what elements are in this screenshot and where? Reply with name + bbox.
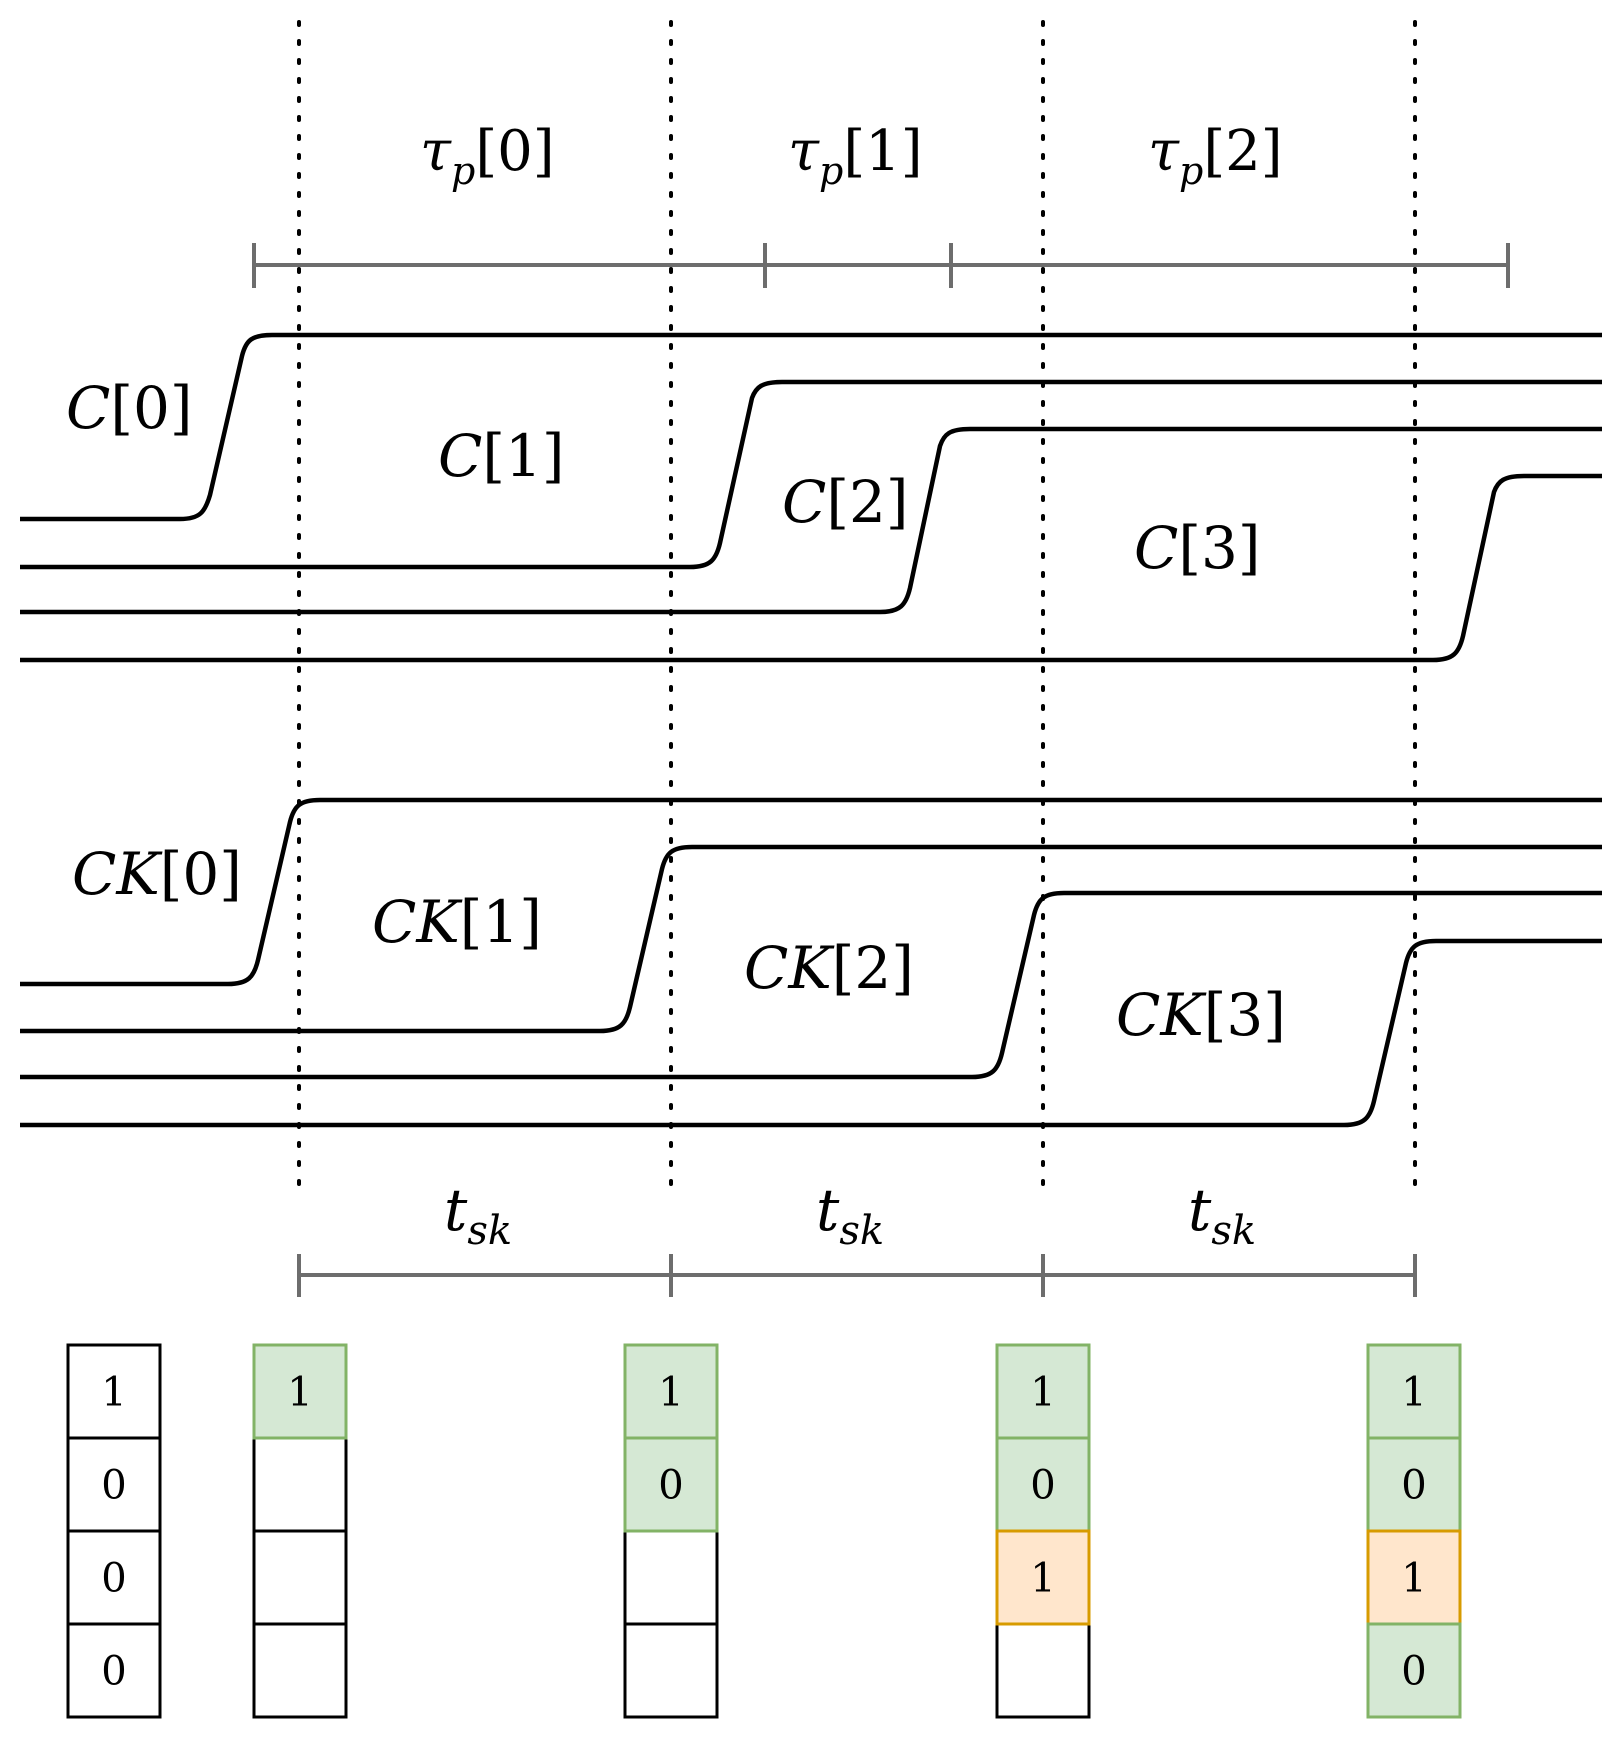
register-cell xyxy=(1366,1436,1462,1533)
register-cell-value: 0 xyxy=(101,1463,126,1509)
t-sk-label-1: tsk xyxy=(816,1176,884,1254)
register-cell xyxy=(66,1436,162,1533)
register-cell-value: 0 xyxy=(1401,1463,1426,1509)
register-cell xyxy=(623,1622,719,1719)
c-label-3: C[3] xyxy=(1134,514,1261,582)
propagation-delay-ruler xyxy=(252,243,1510,288)
t-sk-label-2: tsk xyxy=(1188,1176,1256,1254)
register-cell-value: 0 xyxy=(658,1463,683,1509)
c-signals xyxy=(20,332,1602,663)
register-cell xyxy=(66,1343,162,1440)
ck-label-1: CK[1] xyxy=(372,888,542,956)
skew-labels: tsk tsk tsk xyxy=(444,1176,1256,1254)
register-cell xyxy=(623,1436,719,1533)
register-cell-value: 1 xyxy=(1030,1556,1055,1602)
ck-signal-1 xyxy=(20,844,1602,1034)
skew-ruler xyxy=(297,1254,1417,1297)
register-cell-value: 1 xyxy=(101,1370,126,1416)
register-stage-1: 1 xyxy=(252,1343,348,1719)
t-sk-label-0: tsk xyxy=(444,1176,512,1254)
register-reference: 1 0 0 0 xyxy=(66,1343,162,1719)
register-cell xyxy=(1366,1529,1462,1626)
register-cell xyxy=(252,1436,348,1533)
ck-label-0: CK[0] xyxy=(72,840,242,908)
register-cell xyxy=(252,1343,348,1440)
ck-signals xyxy=(20,797,1602,1128)
register-cell-value: 0 xyxy=(1401,1649,1426,1695)
register-cell-value: 1 xyxy=(287,1370,312,1416)
register-cell xyxy=(1366,1622,1462,1719)
register-cell xyxy=(66,1622,162,1719)
c-label-1: C[1] xyxy=(438,422,565,490)
register-cell-value: 1 xyxy=(658,1370,683,1416)
register-cell xyxy=(995,1529,1091,1626)
c-signal-3 xyxy=(20,473,1602,663)
c-labels: C[0] C[1] C[2] C[3] xyxy=(66,374,1261,582)
ck-signal-3 xyxy=(20,938,1602,1128)
tau-p-label-1: τp[1] xyxy=(788,119,923,193)
tau-p-label-2: τp[2] xyxy=(1148,119,1283,193)
c-label-0: C[0] xyxy=(66,374,193,442)
c-signal-1 xyxy=(20,379,1602,570)
register-cell xyxy=(623,1343,719,1440)
register-cell-value: 1 xyxy=(1401,1370,1426,1416)
register-cell xyxy=(623,1529,719,1626)
c-signal-2 xyxy=(20,426,1602,615)
ck-label-3: CK[3] xyxy=(1116,981,1286,1049)
register-cell xyxy=(995,1436,1091,1533)
register-cell-value: 1 xyxy=(1401,1556,1426,1602)
ck-signal-2 xyxy=(20,890,1602,1080)
register-cell xyxy=(252,1529,348,1626)
register-cell xyxy=(252,1622,348,1719)
register-cell xyxy=(1366,1343,1462,1440)
register-stage-4: 1 0 1 0 xyxy=(1366,1343,1462,1719)
tau-p-label-0: τp[0] xyxy=(420,119,555,193)
ck-label-2: CK[2] xyxy=(744,934,914,1002)
register-stage-2: 10 xyxy=(623,1343,719,1719)
register-cell-value: 1 xyxy=(1030,1370,1055,1416)
register-cell-value: 0 xyxy=(101,1649,126,1695)
ck-signal-0 xyxy=(20,797,1602,987)
register-cell xyxy=(995,1343,1091,1440)
register-cell-value: 0 xyxy=(101,1556,126,1602)
register-stage-3: 1 0 1 xyxy=(995,1343,1091,1719)
register-cell xyxy=(66,1529,162,1626)
propagation-delay-labels: τp[0] τp[1] τp[2] xyxy=(420,119,1283,193)
c-label-2: C[2] xyxy=(782,468,909,536)
c-signal-0 xyxy=(20,332,1602,522)
register-cell xyxy=(995,1622,1091,1719)
register-cell-value: 0 xyxy=(1030,1463,1055,1509)
ck-labels: CK[0] CK[1] CK[2] CK[3] xyxy=(72,840,1286,1049)
